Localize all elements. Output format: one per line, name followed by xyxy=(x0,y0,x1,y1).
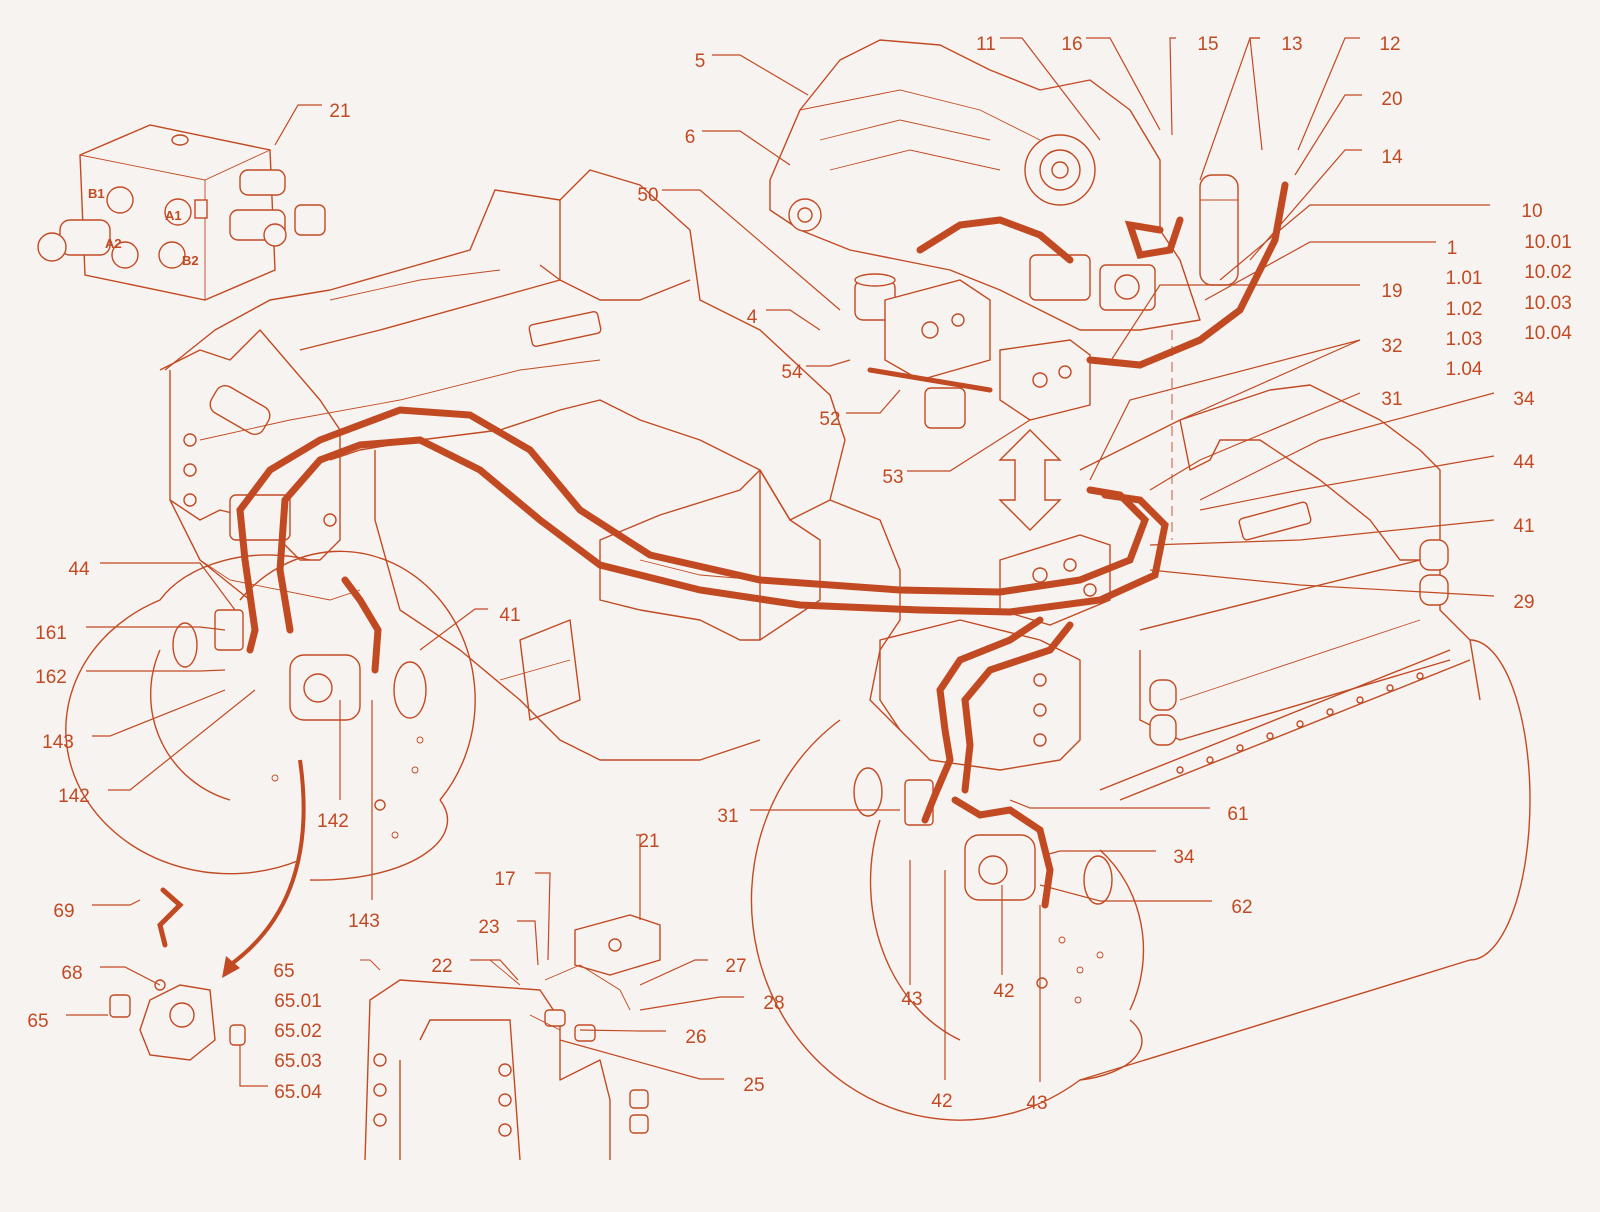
callout-53: 53 xyxy=(882,467,903,488)
callout-27: 27 xyxy=(725,956,746,977)
callout-31-r: 31 xyxy=(1381,389,1402,410)
left-drum xyxy=(65,550,476,881)
callout-44-r: 44 xyxy=(1513,452,1535,473)
hydraulic-hoses xyxy=(157,181,1289,948)
callout-14: 14 xyxy=(1381,147,1403,168)
callout-68: 68 xyxy=(61,963,82,984)
callout-19: 19 xyxy=(1381,281,1402,302)
callout-15: 15 xyxy=(1197,34,1218,55)
callout-65-a: 65 xyxy=(273,961,294,982)
callout-42-b: 42 xyxy=(931,1091,952,1112)
port-label-a2: A2 xyxy=(105,236,122,251)
callout-31-b: 31 xyxy=(717,806,738,827)
pump-65-detail xyxy=(109,979,246,1061)
callout-43-l: 43 xyxy=(901,989,922,1010)
callout-17: 17 xyxy=(494,869,515,890)
callout-12: 12 xyxy=(1379,34,1400,55)
callout-142-c: 142 xyxy=(317,811,349,832)
callout-13: 13 xyxy=(1281,34,1302,55)
callout-42-c: 42 xyxy=(993,981,1014,1002)
callout-65-03: 65.03 xyxy=(274,1051,322,1072)
callout-65-b: 65 xyxy=(27,1011,48,1032)
callout-1-04: 1.04 xyxy=(1446,359,1483,380)
callout-28: 28 xyxy=(763,993,784,1014)
callout-1-02: 1.02 xyxy=(1446,299,1483,320)
callout-34-r: 34 xyxy=(1513,389,1535,410)
callout-69: 69 xyxy=(53,901,74,922)
engine-assembly xyxy=(769,39,1239,331)
callout-41-r: 41 xyxy=(1513,516,1534,537)
callout-leader-lines xyxy=(66,37,1495,1087)
callout-1: 1 xyxy=(1447,238,1458,259)
detail-reference-arrow xyxy=(228,759,306,967)
callout-23: 23 xyxy=(478,917,499,938)
callout-29: 29 xyxy=(1513,592,1534,613)
callout-43-b: 43 xyxy=(1026,1093,1047,1114)
port-label-a1: A1 xyxy=(165,208,182,223)
callout-11: 11 xyxy=(976,34,996,55)
callout-62: 62 xyxy=(1231,897,1252,918)
callout-10-02: 10.02 xyxy=(1524,262,1572,283)
callout-5: 5 xyxy=(695,51,706,72)
callout-143-c: 143 xyxy=(348,911,380,932)
callout-4: 4 xyxy=(747,307,758,328)
callout-61: 61 xyxy=(1227,804,1248,825)
right-drive-motor xyxy=(904,779,1036,901)
callout-10-01: 10.01 xyxy=(1524,232,1572,253)
articulation-double-arrow xyxy=(998,429,1062,531)
callout-32: 32 xyxy=(1381,336,1402,357)
callout-16: 16 xyxy=(1061,34,1082,55)
machine-frame xyxy=(159,169,1481,801)
callout-10-03: 10.03 xyxy=(1524,293,1572,314)
callout-1-01: 1.01 xyxy=(1446,268,1483,289)
callout-34-b: 34 xyxy=(1173,847,1195,868)
port-label-b2: B2 xyxy=(182,253,199,268)
callout-52: 52 xyxy=(819,409,840,430)
callout-20: 20 xyxy=(1381,89,1402,110)
callout-41-l: 41 xyxy=(499,605,520,626)
callout-142-l: 142 xyxy=(58,786,90,807)
callout-54: 54 xyxy=(781,362,803,383)
callout-25: 25 xyxy=(743,1075,764,1096)
callout-10-04: 10.04 xyxy=(1524,323,1572,344)
callout-10: 10 xyxy=(1521,201,1542,222)
callout-143-l: 143 xyxy=(42,732,74,753)
valve-block-21-detail: B1 A1 A2 B2 xyxy=(37,124,326,301)
callout-50: 50 xyxy=(637,185,658,206)
callout-26: 26 xyxy=(685,1027,706,1048)
callout-65-04: 65.04 xyxy=(274,1082,322,1103)
right-frame-bolts xyxy=(1176,672,1424,774)
callout-44-l: 44 xyxy=(68,559,90,580)
callout-65-01: 65.01 xyxy=(274,991,322,1012)
port-label-b1: B1 xyxy=(88,186,105,201)
linkage-detail xyxy=(360,914,661,1161)
callout-21-b: 21 xyxy=(638,831,659,852)
callout-22: 22 xyxy=(431,956,452,977)
callout-65-02: 65.02 xyxy=(274,1021,322,1042)
engine-valve-blocks xyxy=(867,279,1091,429)
callout-162: 162 xyxy=(35,667,67,688)
callout-1-03: 1.03 xyxy=(1446,329,1483,350)
callout-21-top: 21 xyxy=(329,101,350,122)
right-drum xyxy=(750,639,1531,1121)
callout-6: 6 xyxy=(685,127,696,148)
callout-161: 161 xyxy=(35,623,67,644)
